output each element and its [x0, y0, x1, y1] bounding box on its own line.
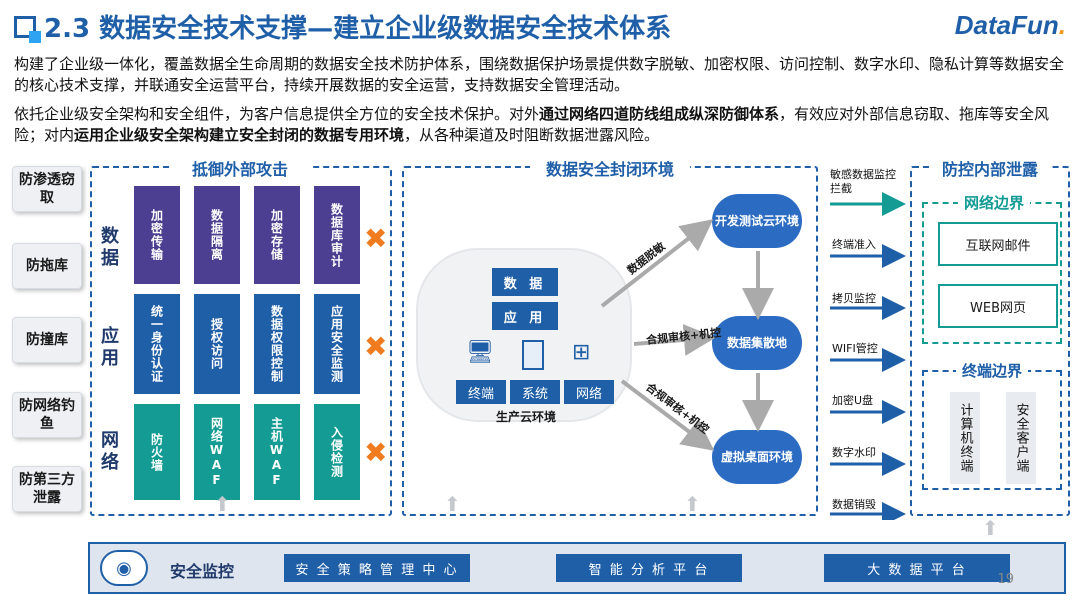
cell-app-security-monitor: 应用安全监测: [314, 294, 360, 394]
computer-terminal-box: 计算机终端: [950, 392, 980, 484]
security-client-box: 安全客户端: [1006, 392, 1036, 484]
row-label-app: 应用: [101, 326, 119, 369]
internet-mail-box: 互联网邮件: [938, 222, 1058, 266]
app-box: 应 用: [492, 302, 558, 330]
label-anti-credential-stuffing: 防撞库: [12, 317, 82, 363]
arrow-label-wifi-control: WIFI管控: [832, 342, 878, 355]
up-arrow-icon: ⬆: [214, 492, 231, 516]
cell-network-waf: 网络WAF: [194, 404, 240, 500]
data-box: 数 据: [492, 268, 558, 296]
brain-monitor-icon: ◉: [100, 550, 148, 586]
arrow-label-data-destruction: 数据销毁: [832, 498, 876, 511]
internal-defense-title: 防控内部泄露: [930, 156, 1050, 180]
block-x-icon: ✖: [364, 436, 388, 469]
cell-unified-auth: 统一身份认证: [134, 294, 180, 394]
arrow-label-copy-monitor: 拷贝监控: [832, 292, 876, 305]
web-page-box: WEB网页: [938, 284, 1058, 328]
row-label-network: 网络: [101, 430, 119, 473]
page-title: 2.3 数据安全技术支撑—建立企业级数据安全技术体系: [14, 8, 671, 45]
intro-paragraph-1: 构建了企业级一体化，覆盖数据全生命周期的数据安全技术防护体系，围绕数据保护场景提…: [14, 55, 1065, 94]
arrow-label-sensitive-data: 敏感数据监控拦截: [830, 168, 896, 195]
data-exchange-cloud: 数据集散地: [712, 316, 802, 370]
cell-intrusion-detection: 入侵检测: [314, 404, 360, 500]
cell-encrypted-transfer: 加密传输: [134, 186, 180, 284]
cell-data-permission: 数据权限控制: [254, 294, 300, 394]
closed-env-arrows: [600, 219, 774, 451]
label-anti-dump: 防拖库: [12, 243, 82, 289]
block-x-icon: ✖: [364, 222, 388, 255]
up-arrow-icon: ⬆: [982, 516, 999, 540]
label-anti-third-party-leak: 防第三方泄露: [12, 466, 82, 512]
external-defense-title: 抵御外部攻击: [170, 156, 310, 180]
security-monitor-label: 安全监控: [170, 562, 235, 581]
arrow-label-digital-watermark: 数字水印: [832, 446, 876, 459]
arrow-label-terminal-access: 终端准入: [832, 238, 876, 251]
server-icon: [522, 340, 544, 370]
cell-encrypted-storage: 加密存储: [254, 186, 300, 284]
cell-db-audit: 数据库审计: [314, 186, 360, 284]
dev-test-cloud: 开发测试云环境: [712, 194, 802, 248]
cell-authorized-access: 授权访问: [194, 294, 240, 394]
big-data-platform-bar: 大 数 据 平 台: [824, 554, 1010, 582]
analysis-platform-bar: 智 能 分 析 平 台: [556, 554, 742, 582]
intro-paragraph-2: 依托企业级安全架构和安全组件，为客户信息提供全方位的安全技术保护。对外通过网络四…: [14, 105, 1050, 144]
terminal-box: 终端: [456, 380, 506, 404]
terminal-boundary-box: [922, 370, 1062, 490]
cell-host-waf: 主机WAF: [254, 404, 300, 500]
title-square-icon: [14, 15, 41, 43]
up-arrow-icon: ⬆: [684, 492, 701, 516]
title-text: 2.3 数据安全技术支撑—建立企业级数据安全技术体系: [44, 14, 672, 44]
cell-data-isolation: 数据隔离: [194, 186, 240, 284]
arrow-label-encrypted-usb: 加密U盘: [832, 394, 874, 407]
policy-center-bar: 安 全 策 略 管 理 中 心: [284, 554, 470, 582]
terminal-boundary-title: 终端边界: [956, 360, 1029, 381]
middle-arrows: [830, 192, 906, 520]
virtual-desktop-cloud: 虚拟桌面环境: [712, 430, 802, 484]
network-topology-icon: ⊞: [572, 340, 591, 365]
system-box: 系统: [510, 380, 560, 404]
network-boundary-title: 网络边界: [958, 192, 1031, 213]
datafun-logo: DataFun.: [954, 10, 1066, 40]
closed-environment-title: 数据安全封闭环境: [530, 156, 690, 180]
cell-firewall: 防火墙: [134, 404, 180, 500]
monitor-icon: 🖥: [466, 340, 494, 365]
production-cloud-label: 生产云环境: [496, 410, 557, 424]
up-arrow-icon: ⬆: [444, 492, 461, 516]
row-label-data: 数据: [101, 226, 119, 269]
block-x-icon: ✖: [364, 330, 388, 363]
network-box: 网络: [564, 380, 614, 404]
label-anti-infiltration: 防渗透窃取: [12, 166, 82, 212]
label-anti-phishing: 防网络钓鱼: [12, 392, 82, 438]
page-number: 19: [997, 572, 1014, 587]
